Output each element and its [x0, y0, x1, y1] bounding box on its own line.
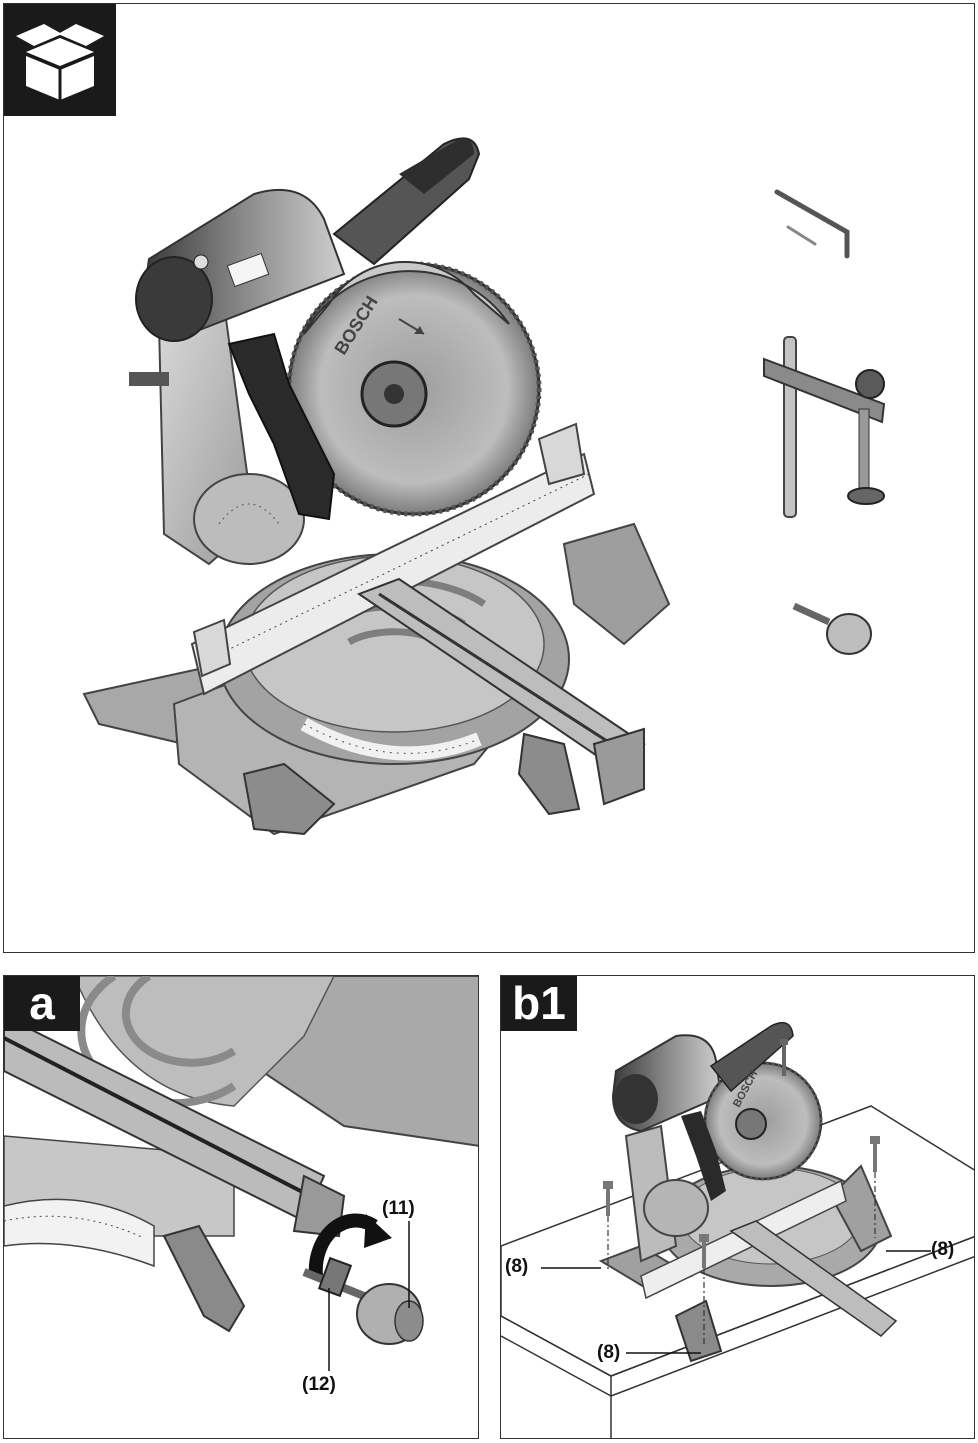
saw-column	[129, 302, 305, 566]
open-box-icon	[16, 24, 104, 101]
slide-lock-illustration	[4, 976, 478, 1371]
box-icon-tag	[4, 4, 116, 116]
mounting-screws	[603, 1039, 880, 1346]
panel-a: a (11) (12)	[3, 975, 479, 1439]
panel-b1-label: b1	[501, 976, 577, 1031]
saw-blade: BOSCH	[286, 260, 542, 517]
locking-knob-icon	[792, 602, 872, 655]
callout-12: (12)	[302, 1374, 336, 1395]
miter-saw-illustration: BOSCH	[82, 137, 671, 836]
accessories	[763, 189, 886, 655]
workbench-mounting-illustration: BOSCH	[501, 1021, 974, 1438]
panel-a-label: a	[4, 976, 80, 1031]
allen-key-icon	[774, 189, 850, 259]
motor-housing	[135, 188, 346, 342]
slide-rail	[356, 577, 646, 806]
saw-handle	[332, 137, 481, 266]
callout-8-left: (8)	[505, 1256, 529, 1277]
scope-of-delivery-panel: BOSCH	[3, 3, 975, 953]
callout-8-right: (8)	[931, 1239, 955, 1260]
panel-b1: BOSCH	[500, 975, 975, 1439]
dust-port	[227, 332, 336, 521]
callout-11: (11)	[382, 1198, 415, 1219]
work-clamp-icon	[763, 336, 886, 518]
callout-8-bottom: (8)	[597, 1342, 621, 1363]
fence	[190, 422, 596, 696]
